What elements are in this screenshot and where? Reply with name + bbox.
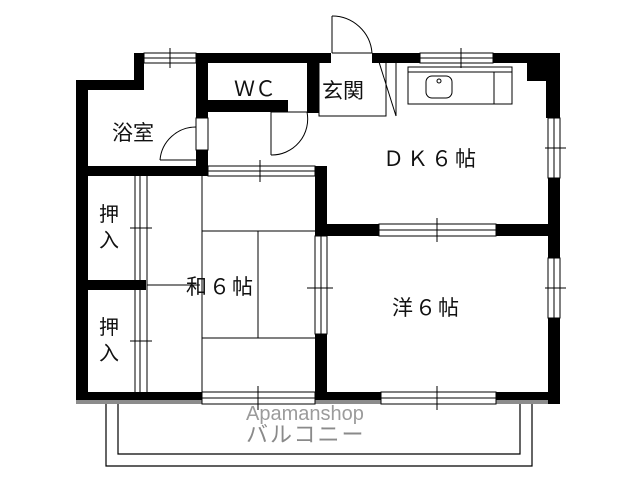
balcony-label: バルコニー [246,423,366,448]
watermark: Apamanshop [246,403,364,425]
wc-label: ＷＣ [234,77,276,101]
balcony-railing [105,398,533,467]
kitchen-counter [407,66,513,105]
entrance-label: 玄関 [322,79,364,103]
closet-lower-label: 押入 [99,315,119,365]
doors [159,15,397,161]
western-room-label: 洋６帖 [392,296,461,320]
japanese-room-label: 和６帖 [186,275,255,299]
bath-label: 浴室 [112,121,154,145]
closet-doors [130,176,200,392]
tatami-lines [201,176,315,392]
closet-upper-label: 押入 [99,202,119,252]
dk-label: ＤＫ６帖 [383,147,479,171]
windows [143,48,566,410]
walls [76,53,560,404]
